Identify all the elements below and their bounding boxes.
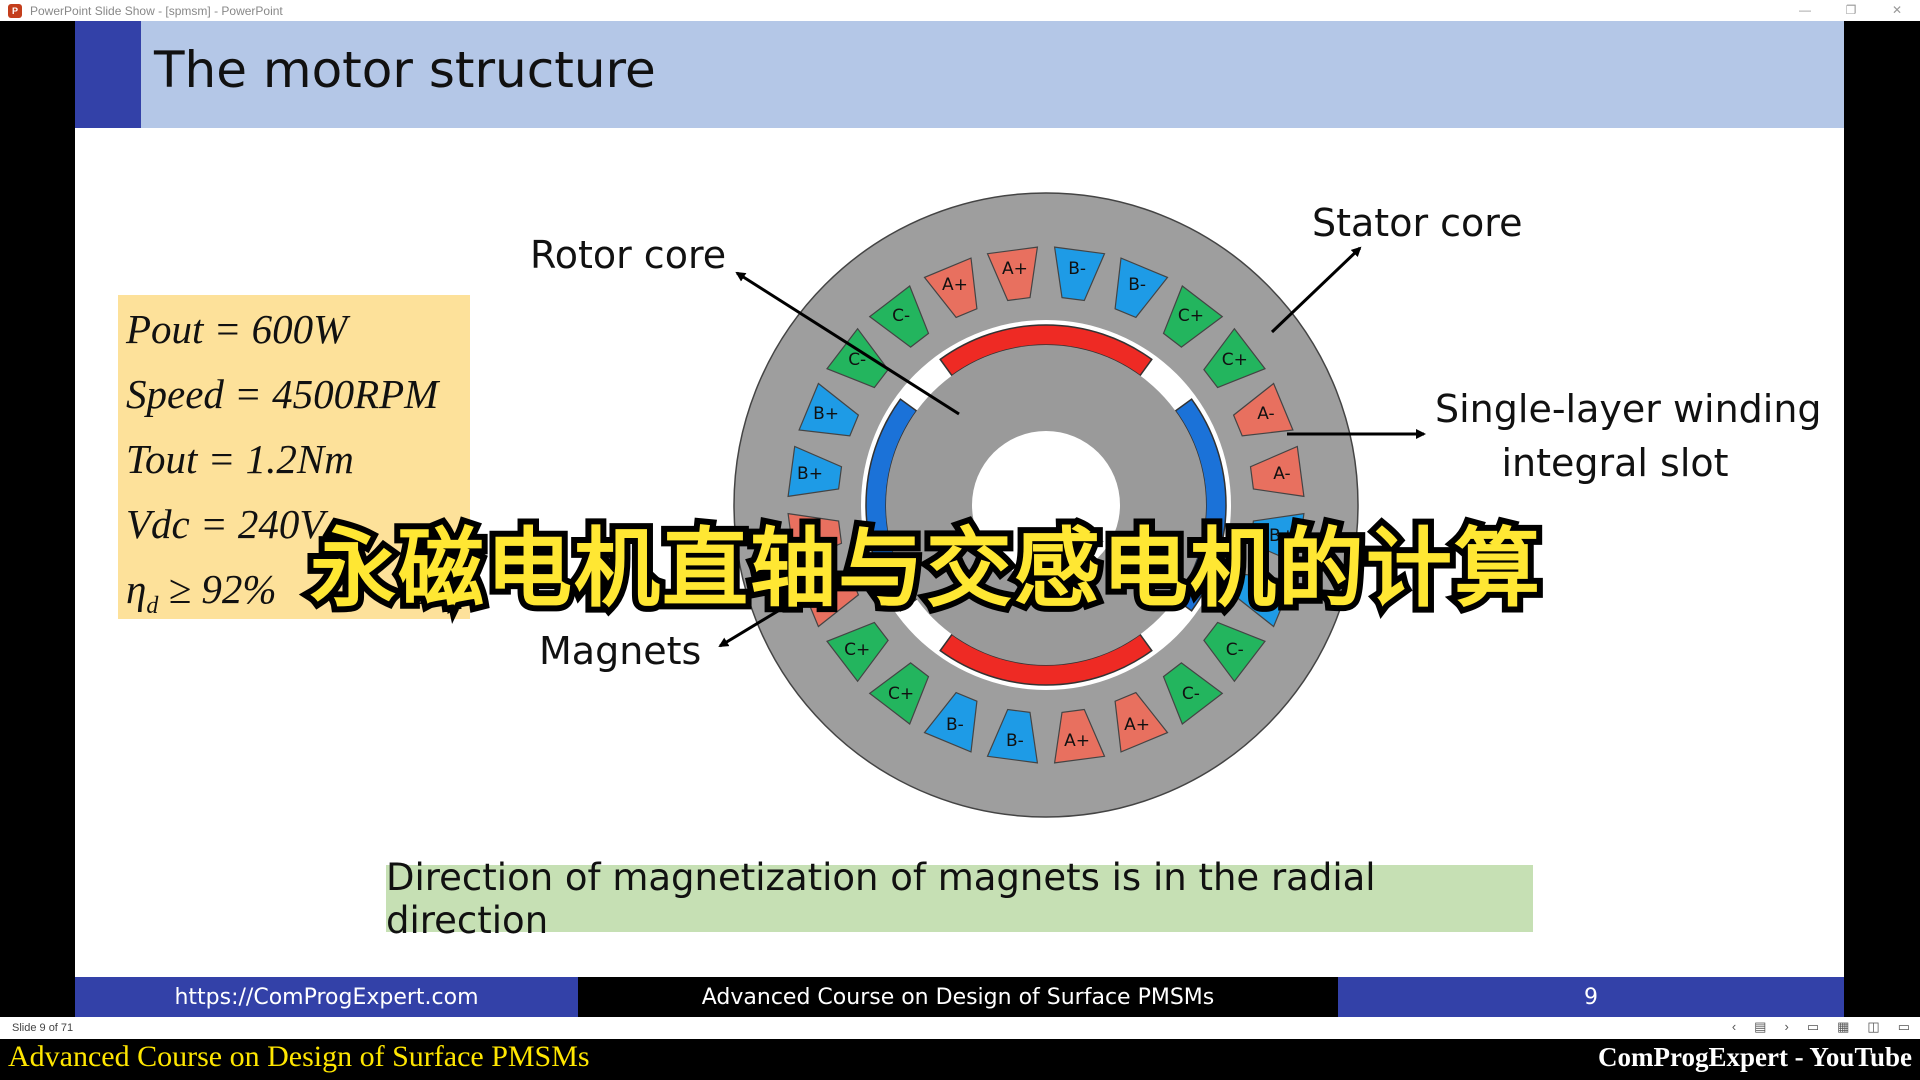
slot-12 (1114, 691, 1169, 753)
slot-16 (868, 662, 930, 725)
slot-19 (787, 512, 843, 565)
magnets-arrow (718, 574, 837, 648)
slot-11 (1162, 662, 1224, 725)
prev-icon[interactable]: ‹ (1731, 1019, 1737, 1034)
slideshow-statusbar: Slide 9 of 71 ‹ ▤ › ▭ ▦ ◫ ▭ (0, 1017, 1920, 1039)
close-icon[interactable]: ✕ (1891, 3, 1903, 17)
param-speed: Speed = 4500RPM (126, 371, 439, 417)
slot-label: A+ (1124, 715, 1150, 735)
slot-8 (1249, 512, 1305, 565)
normal-view-icon[interactable]: ▭ (1806, 1019, 1820, 1034)
slot-label: B- (946, 715, 964, 735)
slide-title: The motor structure (154, 41, 656, 99)
watermark-channel: ComProgExpert - YouTube (1597, 1042, 1912, 1072)
slideshow-icon[interactable]: ▭ (1897, 1019, 1910, 1034)
shaft-hole (972, 431, 1120, 579)
slot-20 (787, 445, 843, 498)
slot-5 (1203, 327, 1266, 389)
rotor-core-label: Rotor core (530, 233, 727, 277)
slot-label: C- (1226, 640, 1244, 660)
winding-label-line1: Single-layer winding (1435, 387, 1822, 431)
eta-symbol: η (126, 566, 147, 612)
slot-label: B+ (1269, 526, 1295, 546)
slot-label: C- (1182, 684, 1200, 704)
next-icon[interactable]: › (1784, 1019, 1789, 1034)
slot-label: B- (1128, 275, 1146, 295)
slot-7 (1249, 445, 1305, 498)
watermark-course: Advanced Course on Design of Surface PMS… (8, 1040, 590, 1073)
param-efficiency: ηd ≥ 92% (126, 565, 277, 619)
slot-label: C- (848, 350, 866, 370)
slot-24 (923, 257, 978, 319)
param-pout: Pout = 600W (126, 306, 348, 352)
minimize-icon[interactable]: — (1799, 3, 1811, 17)
window-titlebar: P PowerPoint Slide Show - [spmsm] - Powe… (0, 0, 1920, 21)
slide-count: Slide 9 of 71 (12, 1022, 74, 1034)
parameters-box: Pout = 600W Speed = 4500RPM Tout = 1.2Nm… (118, 295, 470, 619)
slot-label: A+ (1064, 731, 1090, 751)
window-controls: — ❐ ✕ (1782, 0, 1920, 21)
slot-label: A- (801, 526, 818, 546)
motor-diagram: A+ B- B- C+ C+ A- A- B+ B+ C- C- A+ A+ B- B- C+ C+ A- A- B+… (718, 192, 1426, 818)
slot-21 (798, 382, 860, 437)
footer-page-number: 9 (1338, 977, 1844, 1017)
title-accent (75, 21, 141, 128)
slot-13 (1053, 708, 1106, 764)
slot-label: A- (817, 586, 834, 606)
footer-course: Advanced Course on Design of Surface PMS… (578, 977, 1338, 1017)
slot-15 (923, 691, 978, 753)
winding-label-line2: integral slot (1501, 441, 1729, 485)
title-band (75, 21, 1844, 128)
slot-label: B- (1006, 731, 1024, 751)
stator-core-label: Stator core (1312, 201, 1523, 245)
slideshow-controls: ‹ ▤ › ▭ ▦ ◫ ▭ (1732, 1019, 1910, 1035)
sorter-view-icon[interactable]: ▦ (1837, 1019, 1850, 1034)
window-title: PowerPoint Slide Show - [spmsm] - PowerP… (30, 3, 283, 18)
slots: A+ B- B- C+ C+ A- A- B+ B+ C- C- A+ A+ B- B- C+ C+ A- A- B+… (787, 246, 1305, 764)
eta-value: ≥ 92% (158, 566, 277, 612)
slot-14 (986, 708, 1039, 764)
slot-label: A- (1273, 464, 1290, 484)
slot-label: B+ (797, 464, 823, 484)
stator-core-arrow (1270, 246, 1362, 334)
slide-footer: https://ComProgExpert.com Advanced Cours… (75, 977, 1844, 1017)
slide[interactable]: The motor structure A+ B- B- C+ C+ A- A- B+ B+ C-… (75, 21, 1844, 1017)
param-vdc: Vdc = 240V (126, 501, 325, 547)
video-subtitle: 永磁电机直轴与交感电机的计算 (304, 513, 1546, 625)
magnetization-note: Direction of magnetization of magnets is… (386, 856, 1533, 942)
slot-label: C+ (1178, 306, 1204, 326)
slot-label: A+ (1002, 259, 1028, 279)
slot-6 (1232, 382, 1294, 437)
powerpoint-icon: P (8, 3, 22, 18)
slot-label: A- (1257, 404, 1274, 424)
slot-2 (1053, 246, 1106, 302)
slot-18 (798, 573, 860, 628)
reading-view-icon[interactable]: ◫ (1867, 1019, 1880, 1034)
slot-23 (868, 285, 930, 348)
magnets (865, 324, 1227, 686)
slot-label: C+ (844, 640, 870, 660)
slot-17 (826, 621, 889, 683)
slot-label: B- (1068, 259, 1086, 279)
slot-9 (1232, 573, 1294, 628)
menu-icon[interactable]: ▤ (1754, 1019, 1767, 1034)
slot-label: B+ (813, 404, 839, 424)
eta-subscript: d (146, 593, 159, 619)
slot-10 (1203, 621, 1266, 683)
slot-label: B+ (1253, 586, 1279, 606)
slot-22 (826, 327, 889, 389)
footer-url: https://ComProgExpert.com (75, 977, 578, 1017)
slot-label: A+ (942, 275, 968, 295)
magnets-label: Magnets (539, 629, 702, 673)
restore-icon[interactable]: ❐ (1845, 3, 1857, 17)
rotor-core-arrow (735, 271, 960, 416)
slot-label: C+ (1222, 350, 1248, 370)
slot-label: C- (892, 306, 910, 326)
slot-3 (1114, 257, 1169, 319)
slot-4 (1162, 285, 1224, 348)
param-tout: Tout = 1.2Nm (126, 436, 354, 482)
slot-1 (986, 246, 1039, 302)
slot-label: C+ (888, 684, 914, 704)
